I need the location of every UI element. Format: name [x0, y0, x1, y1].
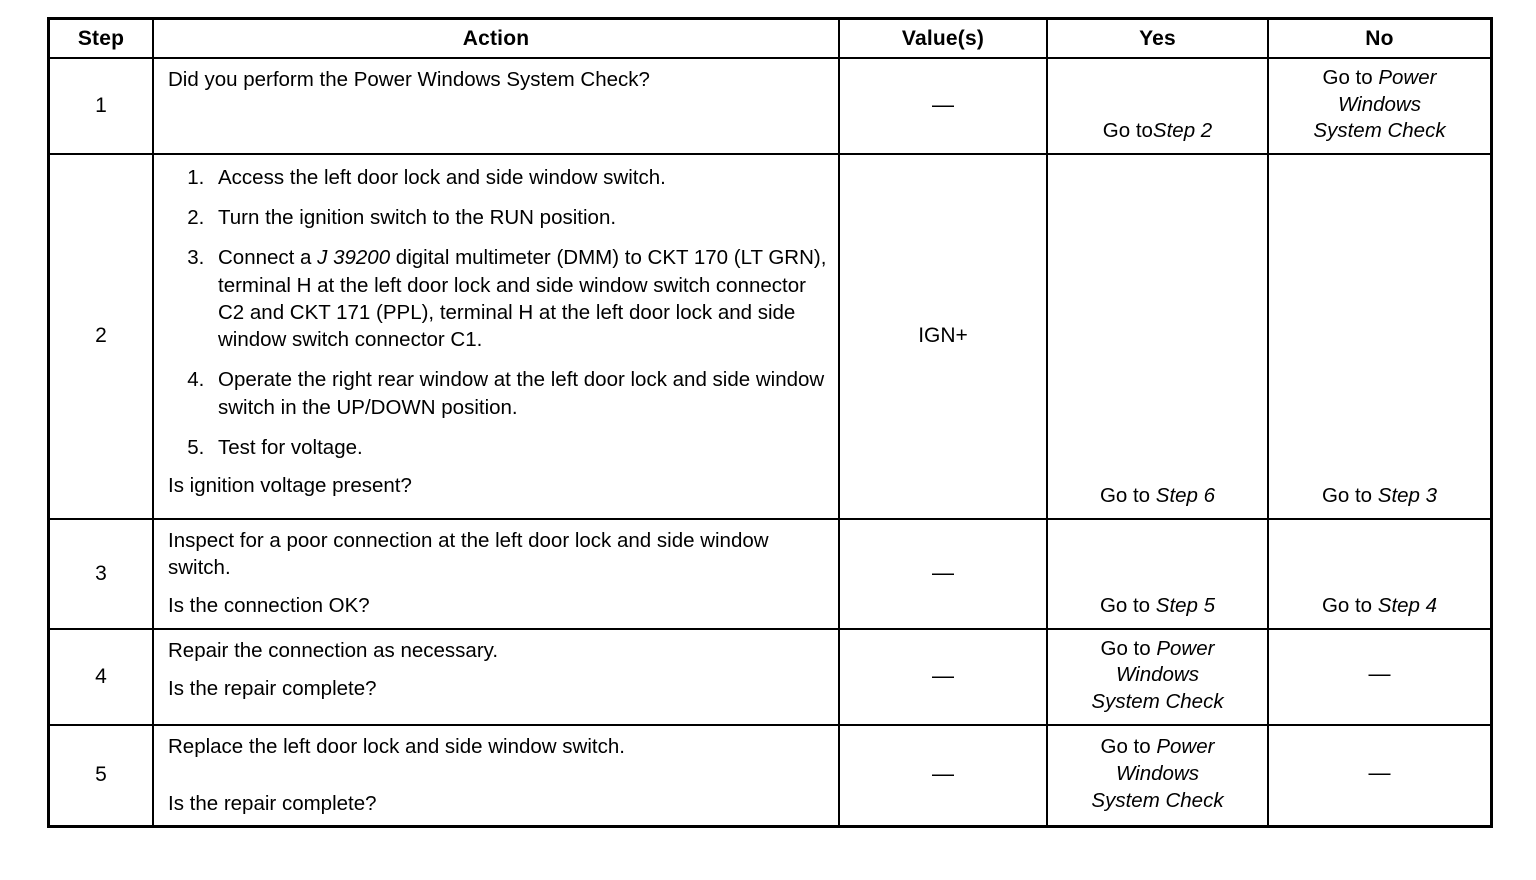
value-text: — [932, 662, 954, 688]
no-target: Step 4 [1377, 594, 1438, 618]
no-branch-text: — [1368, 760, 1391, 786]
substep-item: Access the left door lock and side windo… [210, 164, 828, 191]
value-cell: IGN+ [838, 152, 1048, 520]
substep-3-before: Connect a [218, 246, 318, 270]
substep-list: Access the left door lock and side windo… [168, 164, 828, 461]
action-lead: Inspect for a poor connection at the lef… [168, 528, 769, 580]
yes-target-3: System Check [1091, 788, 1224, 812]
substep-3-after: digital multimeter (DMM) to CKT 170 (LT … [218, 246, 827, 352]
header-step: Step [48, 18, 154, 59]
yes-branch-cell: Go toStep 2 [1046, 57, 1269, 155]
yes-prefix: Go to [1099, 484, 1156, 508]
yes-branch-text: Go toStep 2 [1054, 118, 1261, 145]
no-prefix: Go to [1322, 66, 1379, 89]
no-target: Step 3 [1377, 484, 1438, 508]
action-question: Did you perform the Power Windows System… [168, 68, 650, 91]
action-cell: Replace the left door lock and side wind… [152, 723, 840, 828]
substep-item: Test for voltage. [210, 434, 828, 461]
yes-target-3: System Check [1091, 689, 1224, 713]
step-number: 2 [48, 152, 154, 520]
header-value: Value(s) [838, 18, 1048, 59]
yes-prefix: Go to [1099, 594, 1156, 618]
no-branch-cell: Go to Power Windows System Check [1267, 57, 1492, 155]
action-question: Is ignition voltage present? [168, 474, 412, 498]
table-row: 1 Did you perform the Power Windows Syst… [48, 57, 1492, 155]
yes-branch-cell: Go to Power Windows System Check [1046, 627, 1269, 726]
table-body: 1 Did you perform the Power Windows Syst… [48, 57, 1492, 828]
no-branch-cell: — [1267, 723, 1492, 828]
yes-target: Step 5 [1155, 594, 1216, 618]
action-cell: Repair the connection as necessary. Is t… [152, 627, 840, 726]
step-number: 5 [48, 723, 154, 828]
table-row: 2 Access the left door lock and side win… [48, 152, 1492, 520]
yes-branch-cell: Go to Step 6 [1046, 152, 1269, 520]
yes-target-1: Power [1156, 735, 1215, 759]
action-question: Is the repair complete? [168, 791, 377, 815]
yes-branch-text: Go to Step 6 [1054, 483, 1261, 510]
value-text: — [932, 761, 954, 787]
action-cell: Inspect for a poor connection at the lef… [152, 517, 840, 630]
yes-target-2: Windows [1116, 762, 1199, 786]
table-header: Step Action Value(s) Yes No [48, 18, 1492, 59]
value-cell: — [838, 627, 1048, 726]
header-row: Step Action Value(s) Yes No [48, 18, 1492, 59]
no-branch-text: Go to Step 3 [1275, 483, 1484, 510]
value-text: — [932, 559, 954, 585]
substep-item: Turn the ignition switch to the RUN posi… [210, 204, 828, 231]
step-number: 1 [48, 57, 154, 155]
value-cell: — [838, 517, 1048, 630]
substep-item: Connect a J 39200 digital multimeter (DM… [210, 244, 828, 353]
table-row: 4 Repair the connection as necessary. Is… [48, 627, 1492, 726]
value-cell: — [838, 723, 1048, 828]
action-question: Is the repair complete? [168, 676, 377, 700]
value-cell: — [838, 57, 1048, 155]
yes-target-2: Windows [1116, 663, 1199, 687]
table-row: 3 Inspect for a poor connection at the l… [48, 517, 1492, 630]
yes-branch-line-1: Go to Power [1054, 734, 1261, 761]
action-question: Is the connection OK? [168, 594, 370, 618]
yes-prefix: Go to [1100, 735, 1157, 759]
yes-branch-cell: Go to Step 5 [1046, 517, 1269, 630]
yes-target: Step 6 [1155, 484, 1216, 508]
diagnostic-table: Step Action Value(s) Yes No 1 Did you pe… [47, 16, 1493, 829]
no-prefix: Go to [1321, 484, 1378, 508]
no-prefix: Go to [1321, 594, 1378, 618]
substep-item: Operate the right rear window at the lef… [210, 366, 828, 421]
yes-branch-text: Go to Step 5 [1054, 593, 1261, 620]
value-text: — [932, 92, 954, 117]
no-branch-cell: Go to Step 4 [1267, 517, 1492, 630]
yes-target: Step 2 [1152, 119, 1213, 143]
no-target-2: Windows [1338, 92, 1421, 116]
yes-branch-cell: Go to Power Windows System Check [1046, 723, 1269, 828]
step-number: 4 [48, 627, 154, 726]
header-yes: Yes [1046, 18, 1269, 59]
value-text: IGN+ [918, 324, 968, 348]
yes-target-1: Power [1156, 636, 1215, 660]
no-branch-line-1: Go to Power [1275, 65, 1484, 92]
yes-prefix: Go to [1102, 119, 1153, 143]
diagnostic-table-container: Step Action Value(s) Yes No 1 Did you pe… [47, 16, 1493, 829]
step-number: 3 [48, 517, 154, 630]
yes-prefix: Go to [1100, 636, 1157, 660]
action-lead: Repair the connection as necessary. [168, 638, 499, 662]
no-target-1: Power [1378, 66, 1437, 89]
table-row: 5 Replace the left door lock and side wi… [48, 723, 1492, 828]
header-action: Action [152, 18, 840, 59]
no-branch-cell: Go to Step 3 [1267, 152, 1492, 520]
no-branch-text: — [1368, 661, 1391, 687]
no-branch-text: Go to Step 4 [1275, 593, 1484, 620]
action-cell: Did you perform the Power Windows System… [152, 57, 840, 155]
no-target-3: System Check [1313, 119, 1446, 143]
no-branch-cell: — [1267, 627, 1492, 726]
action-lead: Replace the left door lock and side wind… [168, 734, 625, 758]
header-no: No [1267, 18, 1492, 59]
yes-branch-line-1: Go to Power [1054, 636, 1261, 663]
action-cell: Access the left door lock and side windo… [152, 152, 840, 520]
substep-3-tool: J 39200 [317, 246, 391, 270]
